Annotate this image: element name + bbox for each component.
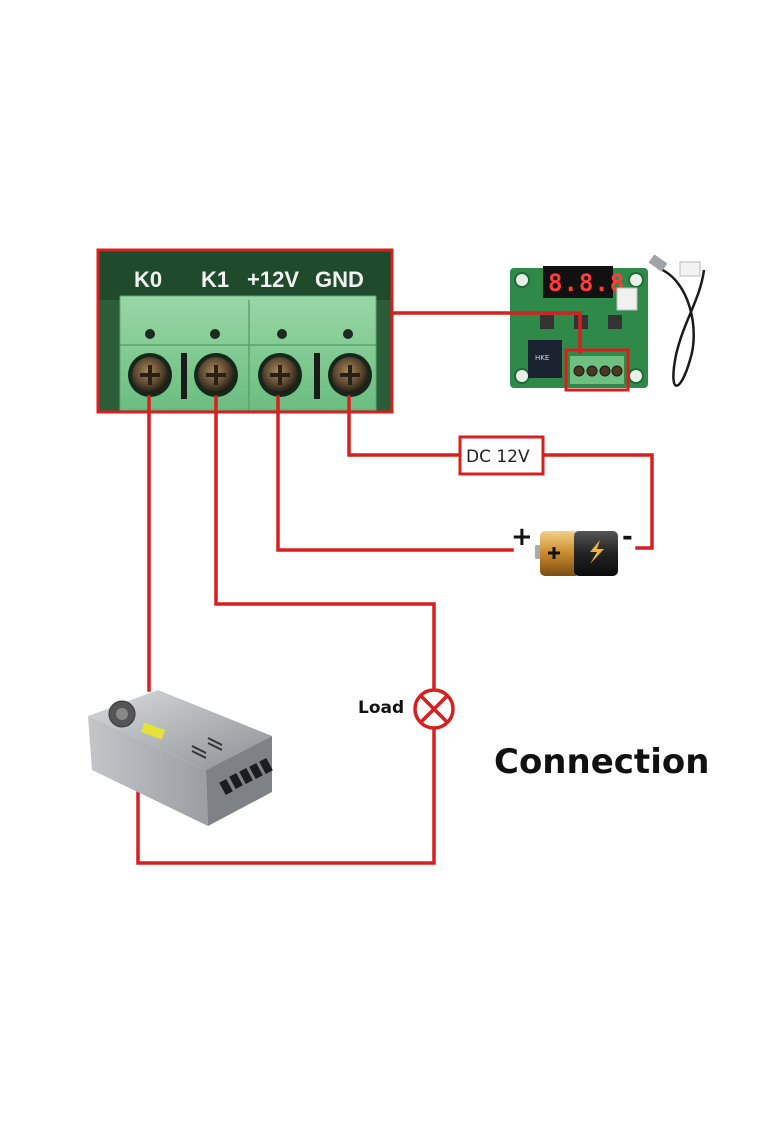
wire-inset-to-module bbox=[390, 311, 582, 354]
terminal-label-gnd: GND bbox=[315, 267, 364, 292]
svg-text:HKE: HKE bbox=[535, 354, 549, 362]
screw-k0 bbox=[128, 353, 172, 397]
terminal-divider bbox=[314, 353, 320, 399]
thermostat-module: 8.8.8 HKE bbox=[510, 254, 706, 392]
temperature-probe bbox=[648, 254, 706, 387]
button bbox=[540, 315, 554, 329]
dc-12v-box: DC 12V bbox=[458, 435, 545, 476]
psu-terminals bbox=[219, 757, 273, 796]
module-terminal-highlight bbox=[564, 348, 630, 392]
led-display-digits: 8.8.8 bbox=[548, 269, 625, 297]
led-display bbox=[543, 266, 613, 298]
psu-label-sticker bbox=[140, 722, 166, 740]
battery-body bbox=[574, 531, 618, 576]
battery-negative-label: - bbox=[622, 522, 633, 552]
relay bbox=[528, 340, 562, 378]
pcb-header bbox=[98, 250, 392, 300]
battery: + - bbox=[511, 522, 633, 576]
load-label: Load bbox=[358, 698, 404, 718]
diagram-title: Connection bbox=[494, 742, 709, 782]
power-supply-unit bbox=[88, 690, 273, 826]
terminal-block-inset: K0 K1 +12V GND bbox=[96, 248, 394, 414]
lightning-icon bbox=[590, 540, 604, 564]
terminal-label-k0: K0 bbox=[134, 267, 162, 292]
wire-load-to-psu bbox=[136, 726, 436, 865]
screw-k1 bbox=[194, 353, 238, 397]
psu-front bbox=[88, 716, 208, 826]
dc-12v-label: DC 12V bbox=[466, 447, 530, 467]
wire-k1-to-load bbox=[214, 395, 436, 692]
terminal-label-k1: K1 bbox=[201, 267, 229, 292]
sensor-connector bbox=[616, 287, 638, 311]
button bbox=[608, 315, 622, 329]
screw-gnd bbox=[328, 353, 372, 397]
wire-gnd bbox=[347, 395, 462, 457]
load: Load bbox=[358, 688, 455, 730]
dc-box-frame bbox=[458, 435, 545, 476]
terminal-label-12v: +12V bbox=[247, 267, 299, 292]
terminal-divider bbox=[181, 353, 187, 399]
wire-dc-to-battery-negative bbox=[541, 453, 654, 550]
inset-frame bbox=[96, 248, 394, 414]
battery-positive-label: + bbox=[511, 522, 533, 552]
wire-12v-to-battery-positive bbox=[276, 395, 514, 552]
terminal-holes bbox=[145, 329, 353, 339]
screw-12v bbox=[258, 353, 302, 397]
